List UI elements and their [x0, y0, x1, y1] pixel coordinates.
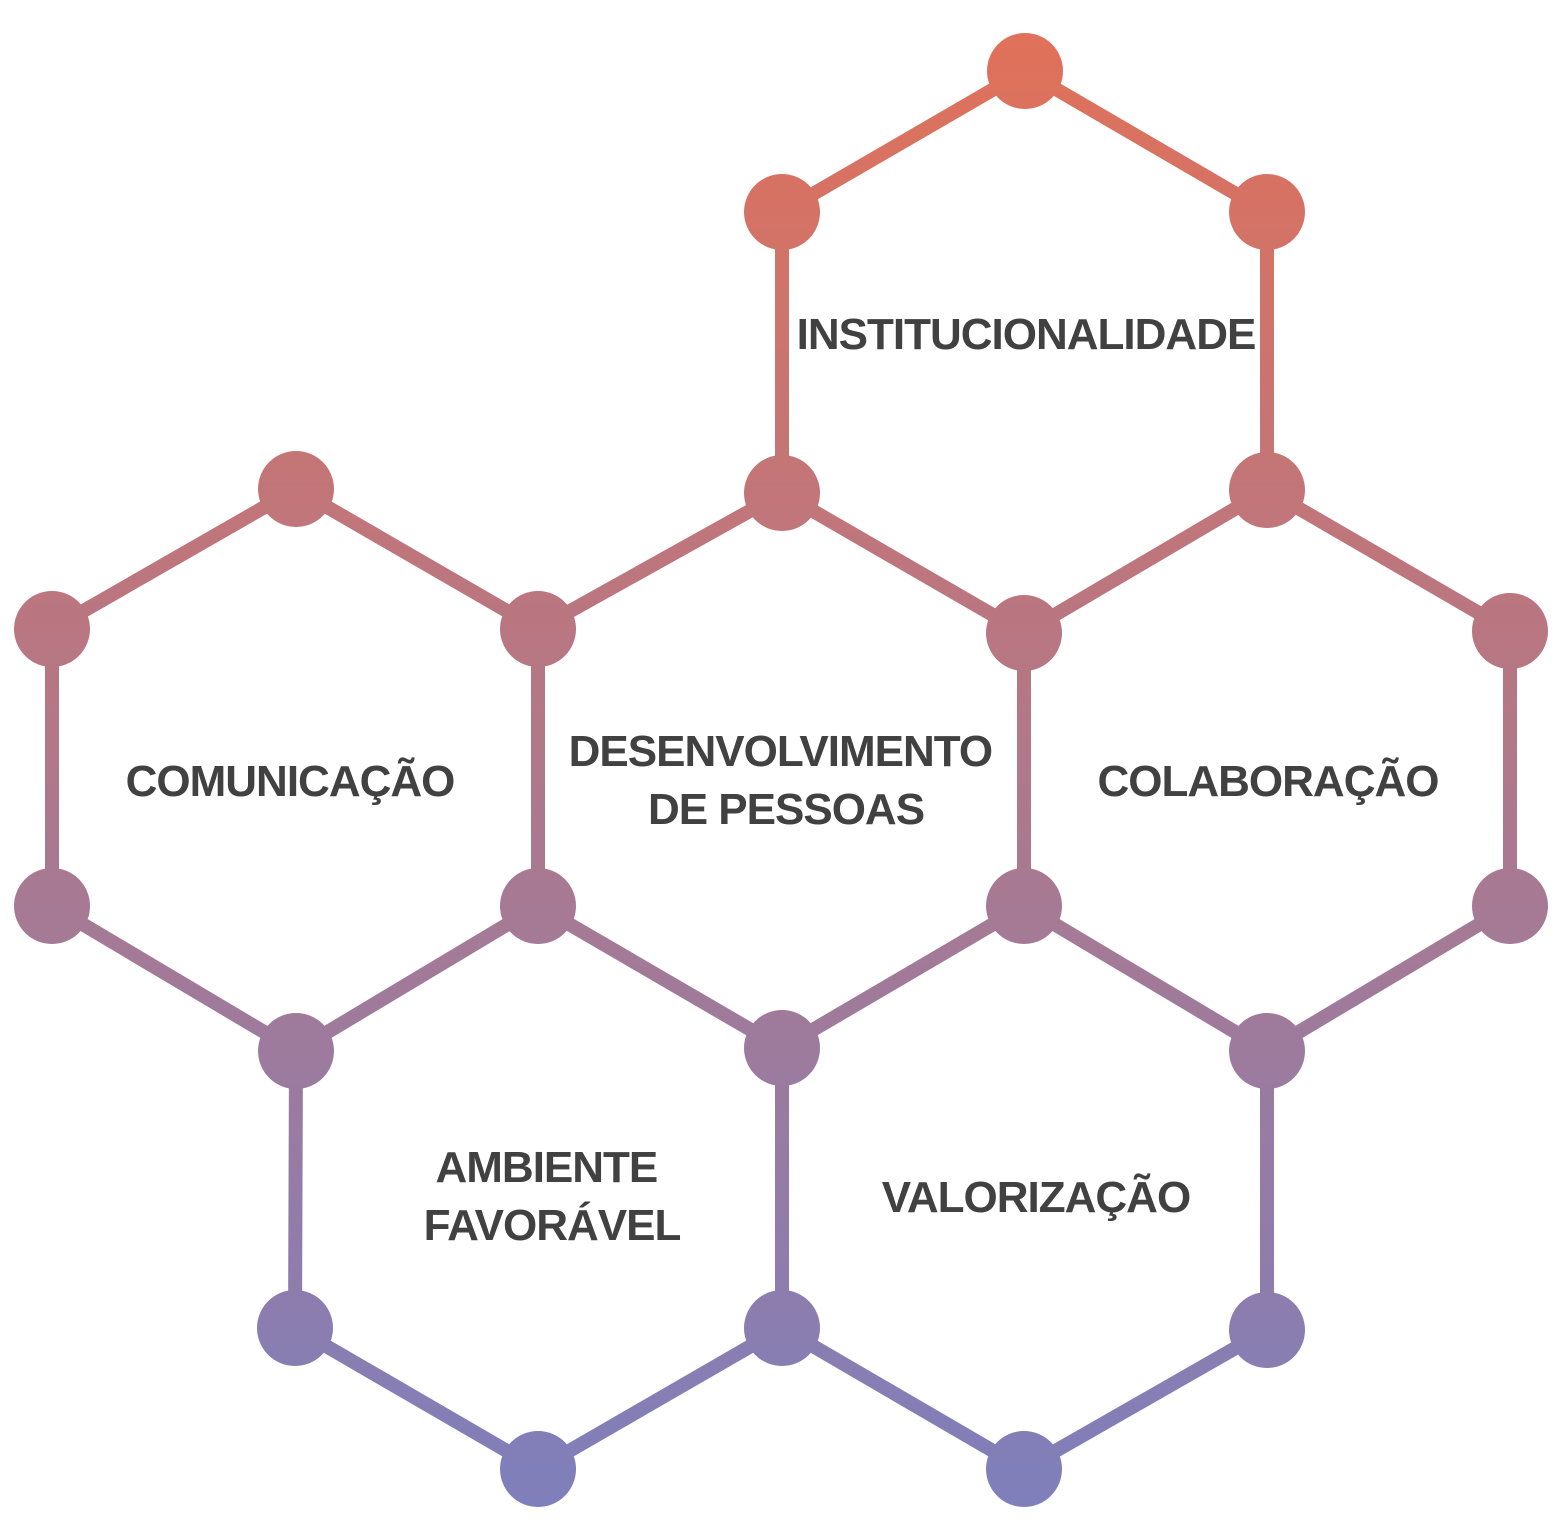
network-edges	[45, 64, 1517, 1476]
node-A1	[987, 33, 1063, 109]
hex-label-valorizacao: VALORIZAÇÃO	[882, 1172, 1190, 1222]
edge-M-P	[775, 899, 1031, 1055]
edge-D-H	[531, 486, 789, 636]
edge-K-O	[45, 899, 303, 1058]
node-M	[986, 868, 1062, 944]
hex-label-institucionalidade: INSTITUCIONALIDADE	[797, 310, 1256, 359]
edge-E-J	[1260, 483, 1517, 638]
edge-M-Q	[1017, 899, 1274, 1058]
node-F	[258, 451, 334, 527]
node-Q	[1229, 1013, 1305, 1089]
node-C1	[1229, 174, 1305, 250]
node-L	[500, 868, 576, 944]
edge-F-G	[45, 482, 303, 636]
node-T	[1229, 1292, 1305, 1368]
node-P	[744, 1010, 820, 1086]
node-D	[744, 455, 820, 531]
edge-T-V	[1017, 1323, 1274, 1476]
hex-label-colaboracao: COLABORAÇÃO	[1098, 756, 1439, 806]
edge-N-Q	[1260, 899, 1517, 1058]
node-U	[500, 1431, 576, 1507]
edge-A1-C1	[1018, 64, 1274, 219]
edge-F-H	[289, 482, 545, 636]
hex-label-ambiente-favoravel: AMBIENTE FAVORÁVEL	[424, 1143, 681, 1250]
edge-L-P	[531, 899, 789, 1055]
edge-D-I	[775, 486, 1031, 640]
node-J	[1472, 593, 1548, 669]
hex-label-desenvolvimento-de-pessoas: DESENVOLVIMENTO DE PESSOAS	[569, 727, 1004, 834]
edge-O-R	[288, 1044, 303, 1335]
edge-A1-B1	[775, 64, 1032, 219]
edge-E-I	[1017, 483, 1274, 640]
node-N	[1472, 868, 1548, 944]
node-E	[1229, 452, 1305, 528]
node-B1	[744, 174, 820, 250]
hexagon-labels: INSTITUCIONALIDADE COMUNICAÇÃO DESENVOLV…	[126, 310, 1440, 1250]
hex-label-comunicacao: COMUNICAÇÃO	[126, 756, 455, 806]
node-G	[14, 591, 90, 667]
node-V	[986, 1431, 1062, 1507]
network-nodes	[14, 33, 1548, 1507]
node-H	[500, 591, 576, 667]
node-O	[258, 1013, 334, 1089]
edge-L-O	[289, 899, 545, 1058]
node-S	[744, 1290, 820, 1366]
edge-S-U	[531, 1321, 789, 1476]
edge-S-V	[775, 1321, 1031, 1476]
node-K	[14, 868, 90, 944]
edge-R-U	[288, 1321, 545, 1476]
node-I	[986, 595, 1062, 671]
node-R	[257, 1290, 333, 1366]
